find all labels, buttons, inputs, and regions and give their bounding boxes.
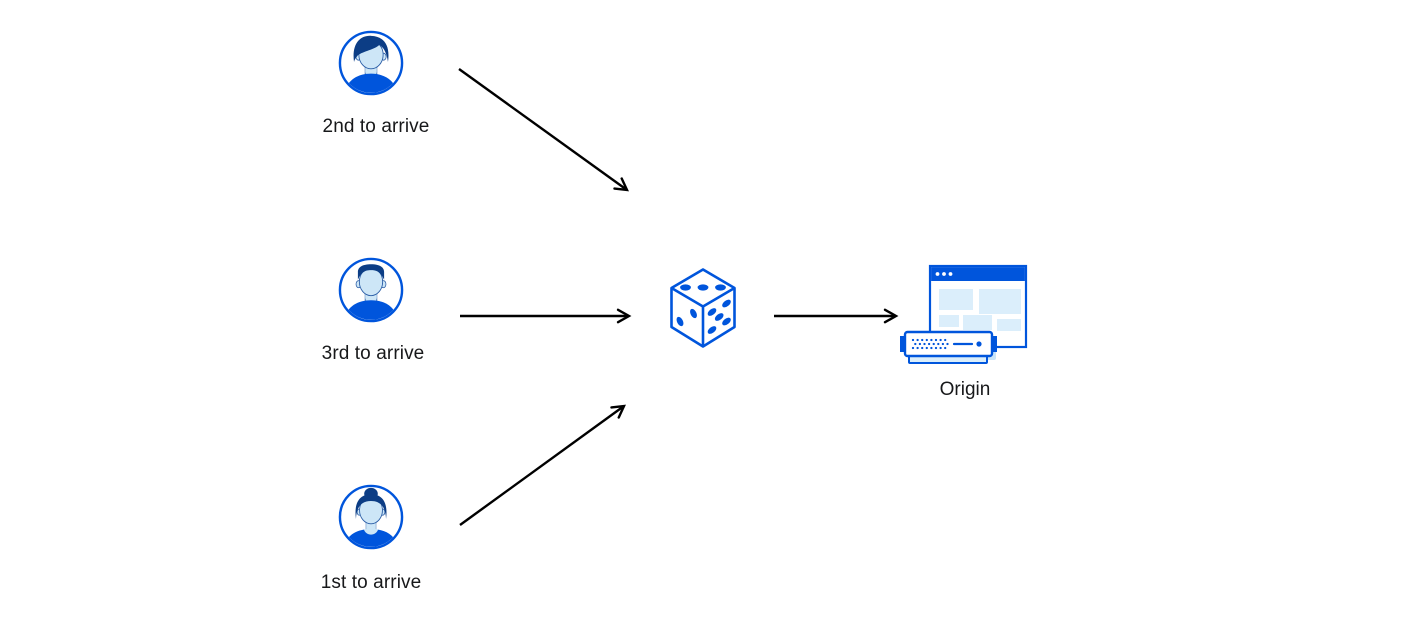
- arrow-client2-to-dice: [458, 68, 629, 192]
- user-avatar-female-bun-icon: [338, 484, 404, 550]
- client3-label: 3rd to arrive: [321, 343, 425, 364]
- arrow-client1-to-dice: [459, 404, 626, 526]
- user-avatar-male-swept-hair-icon: [338, 30, 404, 96]
- client1-label: 1st to arrive: [320, 572, 422, 593]
- server-icon: [900, 330, 997, 364]
- dice-icon: [670, 268, 736, 348]
- user-avatar-male-short-hair-icon: [338, 257, 404, 323]
- origin-label: Origin: [939, 379, 991, 400]
- origin-browser-and-server-icon: [900, 264, 1028, 364]
- client2-label: 2nd to arrive: [322, 116, 430, 137]
